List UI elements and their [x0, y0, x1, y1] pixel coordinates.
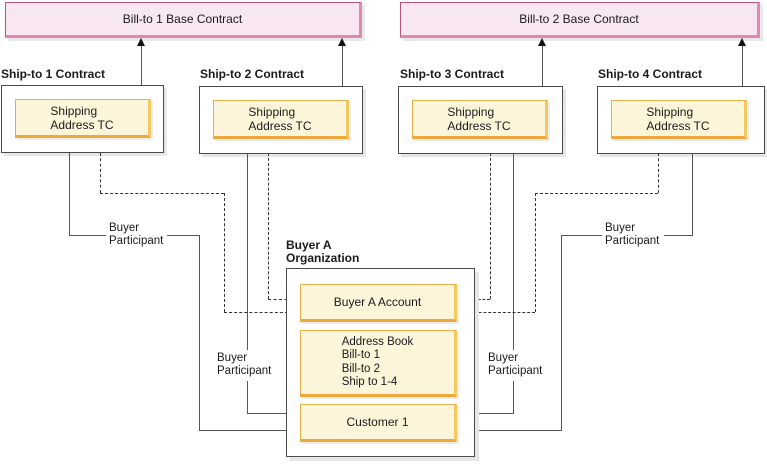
tc-line2: Address TC — [248, 118, 312, 133]
ship-to-2-contract-box: Shipping Address TC — [199, 86, 363, 154]
address-book-line: Ship to 1-4 — [341, 376, 398, 388]
customer-1-box: Customer 1 — [300, 404, 457, 442]
connector-ship2-account-dashed — [268, 299, 293, 300]
ship-to-4-shipping-address-tc-box: Shipping Address TC — [611, 100, 747, 139]
buyer-a-account-label: Buyer A Account — [333, 295, 422, 309]
ship-to-3-contract-title: Ship-to 3 Contract — [400, 67, 504, 81]
address-book-line: Bill-to 2 — [341, 362, 381, 375]
connector-ship4-to-bill2-line — [742, 46, 743, 87]
connector-ship3-account-dashed — [464, 299, 490, 300]
buyer-participant-label-right-outer: Buyer Participant — [603, 221, 662, 248]
ship-to-1-contract-title: Ship-to 1 Contract — [1, 67, 105, 81]
bill-to-2-base-contract-box: Bill-to 2 Base Contract — [400, 2, 760, 38]
connector-ship3-to-bill2-line — [542, 46, 543, 87]
connector-ship2-participant-line — [247, 413, 287, 414]
connector-ship2-participant-line — [247, 153, 248, 350]
connector-ship3-account-dashed — [490, 153, 491, 299]
arrow-up-icon — [738, 38, 746, 46]
connector-ship4-account-dashed — [658, 153, 659, 193]
connector-ship2-to-bill1-line — [342, 46, 343, 87]
connector-ship1-to-bill1-line — [141, 46, 142, 86]
address-book-line: Address Book — [341, 335, 414, 348]
connector-ship1-account-dashed — [100, 193, 224, 194]
arrow-up-icon — [338, 38, 346, 46]
connector-ship1-participant-line — [167, 235, 200, 236]
ship-to-4-contract-title: Ship-to 4 Contract — [598, 67, 702, 81]
tc-line1: Shipping — [646, 104, 694, 119]
connector-ship3-participant-line — [475, 413, 513, 414]
tc-line1: Shipping — [447, 104, 495, 119]
ship-to-3-shipping-address-tc-box: Shipping Address TC — [412, 100, 548, 139]
address-book-line: Bill-to 1 — [341, 349, 381, 361]
connector-ship4-account-dashed — [535, 193, 658, 194]
connector-ship1-account-dashed — [224, 193, 225, 312]
bill-to-1-base-contract-label: Bill-to 1 Base Contract — [122, 12, 243, 26]
bill-to-2-base-contract-label: Bill-to 2 Base Contract — [519, 12, 639, 26]
buyer-a-organization-box: Buyer A Account Address Book Bill-to 1 B… — [286, 268, 475, 457]
ship-to-4-contract-box: Shipping Address TC — [597, 86, 765, 154]
connector-ship4-participant-line — [664, 235, 693, 236]
connector-ship4-participant-line — [475, 430, 561, 431]
buyer-a-account-box: Buyer A Account — [300, 284, 457, 322]
arrow-up-icon — [538, 38, 546, 46]
ship-to-1-contract-box: Shipping Address TC — [1, 85, 164, 153]
connector-ship4-participant-line — [561, 235, 602, 236]
buyer-participant-label-right-inner: Buyer Participant — [486, 351, 545, 378]
tc-line2: Address TC — [646, 118, 710, 133]
connector-ship1-participant-line — [199, 235, 200, 431]
connector-ship1-participant-line — [199, 430, 287, 431]
connector-ship3-participant-line — [513, 153, 514, 350]
ship-to-2-shipping-address-tc-box: Shipping Address TC — [213, 100, 349, 139]
connector-ship1-participant-line — [69, 235, 106, 236]
connector-ship4-account-dashed — [464, 312, 535, 313]
ship-to-1-shipping-address-tc-box: Shipping Address TC — [15, 99, 151, 138]
tc-line2: Address TC — [50, 117, 114, 132]
ship-to-2-contract-title: Ship-to 2 Contract — [200, 67, 304, 81]
connector-ship4-participant-line — [692, 153, 693, 235]
buyer-participant-label-left-outer: Buyer Participant — [107, 221, 166, 248]
connector-ship4-participant-line — [561, 235, 562, 431]
connector-ship1-participant-line — [69, 153, 70, 235]
connector-ship4-account-dashed — [535, 193, 536, 312]
connector-ship1-account-dashed — [224, 312, 293, 313]
customer-1-label: Customer 1 — [346, 415, 409, 429]
buyer-a-organization-title: Buyer A Organization — [286, 238, 360, 265]
tc-line2: Address TC — [447, 118, 511, 133]
connector-ship2-participant-line — [247, 381, 248, 414]
tc-line1: Shipping — [50, 103, 98, 118]
connector-ship3-participant-line — [513, 381, 514, 414]
arrow-up-icon — [137, 38, 145, 46]
ship-to-3-contract-box: Shipping Address TC — [398, 86, 563, 154]
bill-to-1-base-contract-box: Bill-to 1 Base Contract — [5, 2, 362, 38]
connector-ship1-account-dashed — [100, 153, 101, 193]
address-book-box: Address Book Bill-to 1 Bill-to 2 Ship to… — [300, 330, 457, 397]
buyer-participant-label-left-inner: Buyer Participant — [215, 351, 274, 378]
tc-line1: Shipping — [248, 104, 296, 119]
connector-ship2-account-dashed — [268, 153, 269, 299]
